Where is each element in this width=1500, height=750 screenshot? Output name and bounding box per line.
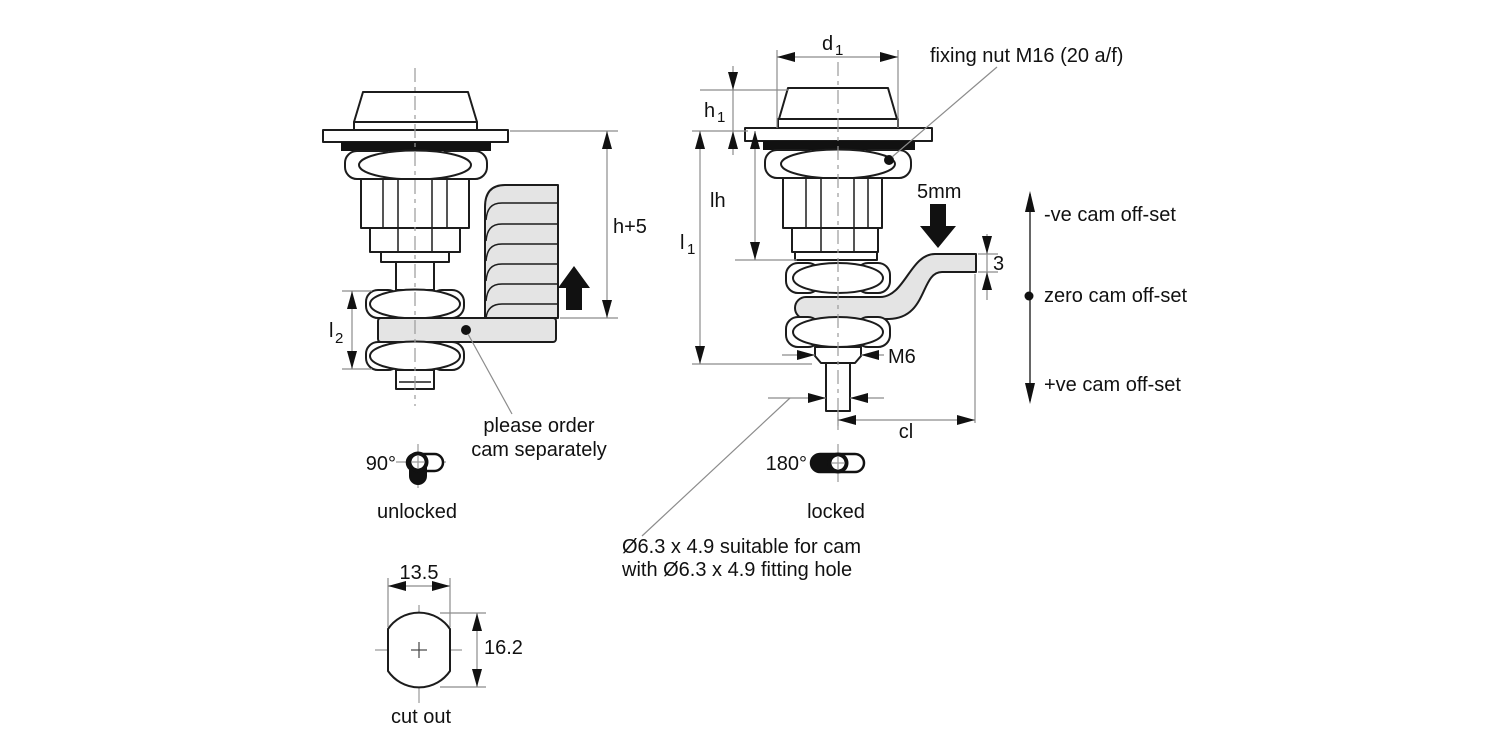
- dim-l2: l 2: [329, 290, 372, 370]
- dim-label-cutout-width: 13.5: [400, 562, 439, 584]
- key-90-icon: [396, 444, 446, 488]
- dim-label-cl: cl: [899, 421, 913, 443]
- dim-label-h-plus-5: h+5: [613, 216, 647, 238]
- cam-offset-legend: -ve cam off-set zero cam off-set +ve cam…: [1024, 191, 1187, 404]
- key-180-icon: [809, 444, 866, 482]
- cam-stack: [484, 184, 559, 319]
- angle-180-label: 180°: [766, 453, 807, 475]
- dim-spindle-dia: Ø6.3 x 4.9 suitable for cam with Ø6.3 x …: [621, 393, 884, 581]
- cutout-view: 13.5 16.2 cut out: [375, 562, 523, 728]
- fixing-nut: [764, 148, 912, 180]
- dim-cutout-height: 16.2: [440, 612, 523, 688]
- dim-label-h1-base: h: [704, 100, 715, 122]
- cutout-caption: cut out: [391, 706, 451, 728]
- leader-fixing-nut: fixing nut M16 (20 a/f): [891, 45, 1123, 158]
- gasket: [341, 142, 491, 151]
- dim-label-l2-sub: 2: [335, 330, 343, 347]
- fixing-nut-note: fixing nut M16 (20 a/f): [930, 45, 1123, 67]
- offset-zero-label: zero cam off-set: [1044, 285, 1187, 307]
- dim-label-cutout-height: 16.2: [484, 637, 523, 659]
- dim-label-l1-base: l: [680, 232, 684, 254]
- cam-direction-up-arrow-icon: [558, 266, 590, 310]
- dim-label-l2-base: l: [329, 320, 333, 342]
- dim-label-l1-sub: 1: [687, 241, 695, 258]
- dim-label-lh: lh: [710, 190, 726, 212]
- fixing-nut: [344, 149, 488, 181]
- unlocked-caption: unlocked: [377, 501, 457, 523]
- offset-negative-label: -ve cam off-set: [1044, 204, 1176, 226]
- left-lock-view: [322, 68, 590, 406]
- insert-depth-label: 5mm: [917, 181, 961, 203]
- fixing-nut-dot: [884, 155, 894, 165]
- cam-note-line2: with Ø6.3 x 4.9 fitting hole: [621, 559, 852, 581]
- offset-positive-label: +ve cam off-set: [1044, 374, 1181, 396]
- lock-body: [782, 177, 883, 261]
- order-note-line1: please order: [483, 415, 595, 437]
- cam-insert-down-arrow-icon: [920, 204, 956, 248]
- zero-offset-dot: [1024, 291, 1034, 301]
- cam-rivet-dot: [461, 325, 471, 335]
- dim-cam-thickness: 3: [978, 234, 1004, 300]
- angle-90-label: 90°: [366, 453, 396, 475]
- dim-label-h1-sub: 1: [717, 109, 725, 126]
- leader-order-note: please order cam separately: [467, 333, 607, 461]
- dim-cl: cl: [837, 274, 976, 443]
- lower-nut: [785, 316, 891, 348]
- dim-lh: lh: [710, 131, 797, 261]
- cranked-cam: [794, 253, 977, 320]
- dim-h-plus-5: h+5: [510, 130, 647, 319]
- dim-h1: h 1: [700, 66, 788, 155]
- middle-nut: [785, 262, 891, 294]
- dim-d1: d 1: [776, 33, 899, 128]
- dim-l1: l 1: [680, 130, 812, 365]
- cam-note-line1: Ø6.3 x 4.9 suitable for cam: [622, 536, 861, 558]
- cam-bar: [377, 317, 557, 343]
- dim-label-m6: M6: [888, 346, 916, 368]
- dim-cutout-width: 13.5: [387, 562, 451, 627]
- order-note-line2: cam separately: [471, 439, 607, 461]
- dim-label-cam-thickness: 3: [993, 253, 1004, 275]
- dim-label-d1-sub: 1: [835, 42, 843, 59]
- dim-label-d1-base: d: [822, 33, 833, 55]
- gasket: [763, 141, 915, 150]
- right-lock-view: [744, 62, 977, 430]
- locked-caption: locked: [807, 501, 865, 523]
- dim-m6: M6: [782, 346, 916, 368]
